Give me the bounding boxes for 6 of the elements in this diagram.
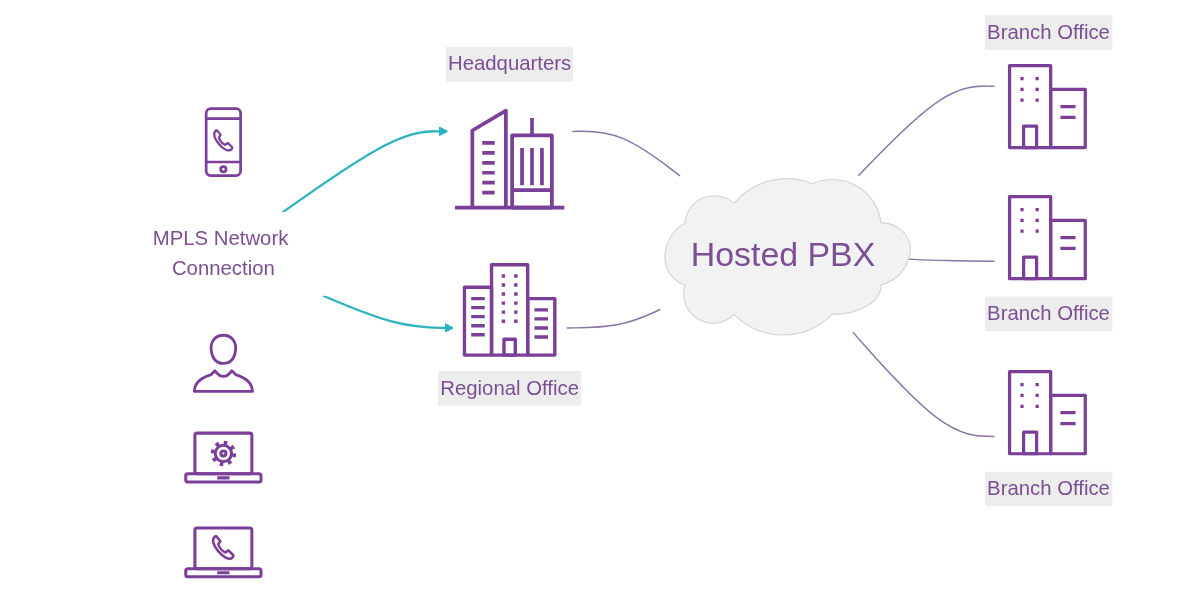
node-text: Branch Office: [987, 301, 1110, 325]
node-text: Headquarters: [448, 52, 572, 75]
node-text: Branch Office: [987, 20, 1110, 44]
node-text: MPLS Network Connection: [152, 226, 289, 280]
node-text: Branch Office: [987, 477, 1110, 500]
node-text: Regional Office: [440, 376, 579, 400]
